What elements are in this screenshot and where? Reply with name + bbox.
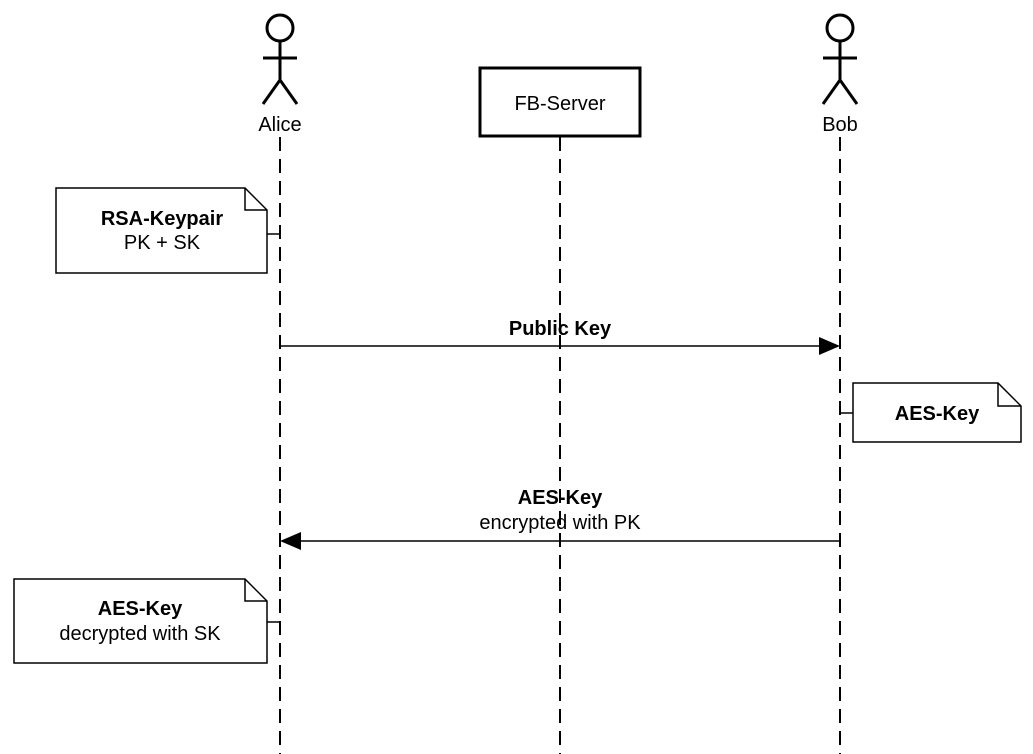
bob-aes-note: AES-Key: [852, 382, 1022, 443]
alice-actor-icon: [261, 13, 299, 105]
bob-actor-icon: [821, 13, 859, 105]
aes-key-message-sublabel: encrypted with PK: [479, 512, 641, 534]
aes-key-arrowhead-icon: [280, 532, 301, 550]
alice-aes-note-title: AES-Key: [98, 598, 183, 620]
public-key-message-label: Public Key: [509, 318, 612, 340]
alice-aes-note: AES-Key decrypted with SK: [13, 578, 268, 664]
alice-label: Alice: [258, 114, 301, 136]
bob-label: Bob: [822, 114, 858, 136]
alice-aes-note-body: decrypted with SK: [59, 623, 221, 645]
server-label: FB-Server: [514, 93, 605, 115]
bob-aes-note-title: AES-Key: [895, 403, 980, 425]
aes-key-message-label: AES-Key: [518, 487, 603, 509]
rsa-note-body: PK + SK: [124, 232, 201, 254]
server-box: [478, 66, 642, 138]
public-key-arrowhead-icon: [819, 337, 840, 355]
rsa-note: RSA-Keypair PK + SK: [55, 187, 268, 274]
rsa-note-title: RSA-Keypair: [101, 208, 223, 230]
